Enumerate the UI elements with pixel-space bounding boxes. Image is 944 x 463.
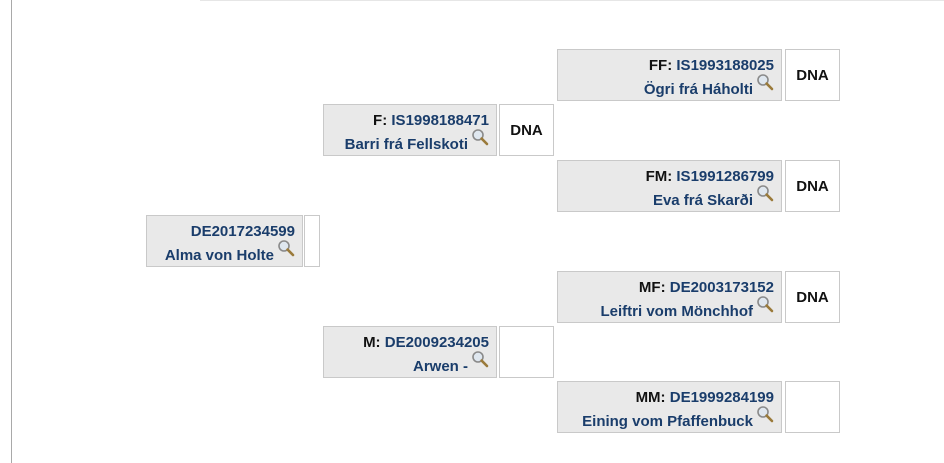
horse-cell-subject: DE2017234599 Alma von Holte — [146, 215, 303, 267]
horse-name-link-m[interactable]: Arwen - — [412, 358, 468, 375]
position-label-mm: MM: — [635, 389, 666, 406]
dna-cell-mm — [785, 381, 840, 433]
magnifier-icon[interactable] — [756, 185, 774, 207]
top-divider — [200, 0, 944, 1]
horse-cell-m: M: DE2009234205 Arwen - — [323, 326, 497, 378]
horse-name-link-fm[interactable]: Eva frá Skarði — [652, 192, 753, 209]
horse-cell-f: F: IS1998188471 Barri frá Fellskoti — [323, 104, 497, 156]
horse-name-link-f[interactable]: Barri frá Fellskoti — [344, 136, 468, 153]
dna-cell-fm: DNA — [785, 160, 840, 212]
magnifier-icon[interactable] — [756, 406, 774, 428]
position-label-fm: FM: — [645, 168, 673, 185]
pedigree-panel — [11, 0, 944, 463]
magnifier-icon[interactable] — [756, 74, 774, 96]
position-label-m: M: — [363, 334, 381, 351]
horse-id-link-fm[interactable]: IS1991286799 — [676, 168, 774, 185]
horse-cell-mm: MM: DE1999284199 Eining vom Pfaffenbuck — [557, 381, 782, 433]
horse-name-link-mm[interactable]: Eining vom Pfaffenbuck — [582, 413, 753, 430]
position-label-ff: FF: — [648, 57, 673, 74]
magnifier-icon[interactable] — [471, 129, 489, 151]
horse-id-link-mm[interactable]: DE1999284199 — [669, 389, 774, 406]
dna-cell-subject — [304, 215, 320, 267]
horse-id-link-m[interactable]: DE2009234205 — [384, 334, 489, 351]
dna-cell-f: DNA — [499, 104, 554, 156]
dna-cell-mf: DNA — [785, 271, 840, 323]
position-label-f: F: — [373, 112, 388, 129]
position-label-mf: MF: — [638, 279, 666, 296]
horse-id-link-subject[interactable]: DE2017234599 — [190, 223, 295, 240]
horse-cell-mf: MF: DE2003173152 Leiftri vom Mönchhof — [557, 271, 782, 323]
horse-name-link-subject[interactable]: Alma von Holte — [164, 247, 274, 264]
dna-cell-m — [499, 326, 554, 378]
horse-id-link-ff[interactable]: IS1993188025 — [676, 57, 774, 74]
horse-cell-ff: FF: IS1993188025 Ögri frá Háholti — [557, 49, 782, 101]
magnifier-icon[interactable] — [756, 296, 774, 318]
horse-id-link-f[interactable]: IS1998188471 — [391, 112, 489, 129]
dna-cell-ff: DNA — [785, 49, 840, 101]
magnifier-icon[interactable] — [277, 240, 295, 262]
horse-cell-fm: FM: IS1991286799 Eva frá Skarði — [557, 160, 782, 212]
horse-name-link-mf[interactable]: Leiftri vom Mönchhof — [600, 303, 754, 320]
horse-id-link-mf[interactable]: DE2003173152 — [669, 279, 774, 296]
horse-name-link-ff[interactable]: Ögri frá Háholti — [643, 81, 753, 98]
magnifier-icon[interactable] — [471, 351, 489, 373]
